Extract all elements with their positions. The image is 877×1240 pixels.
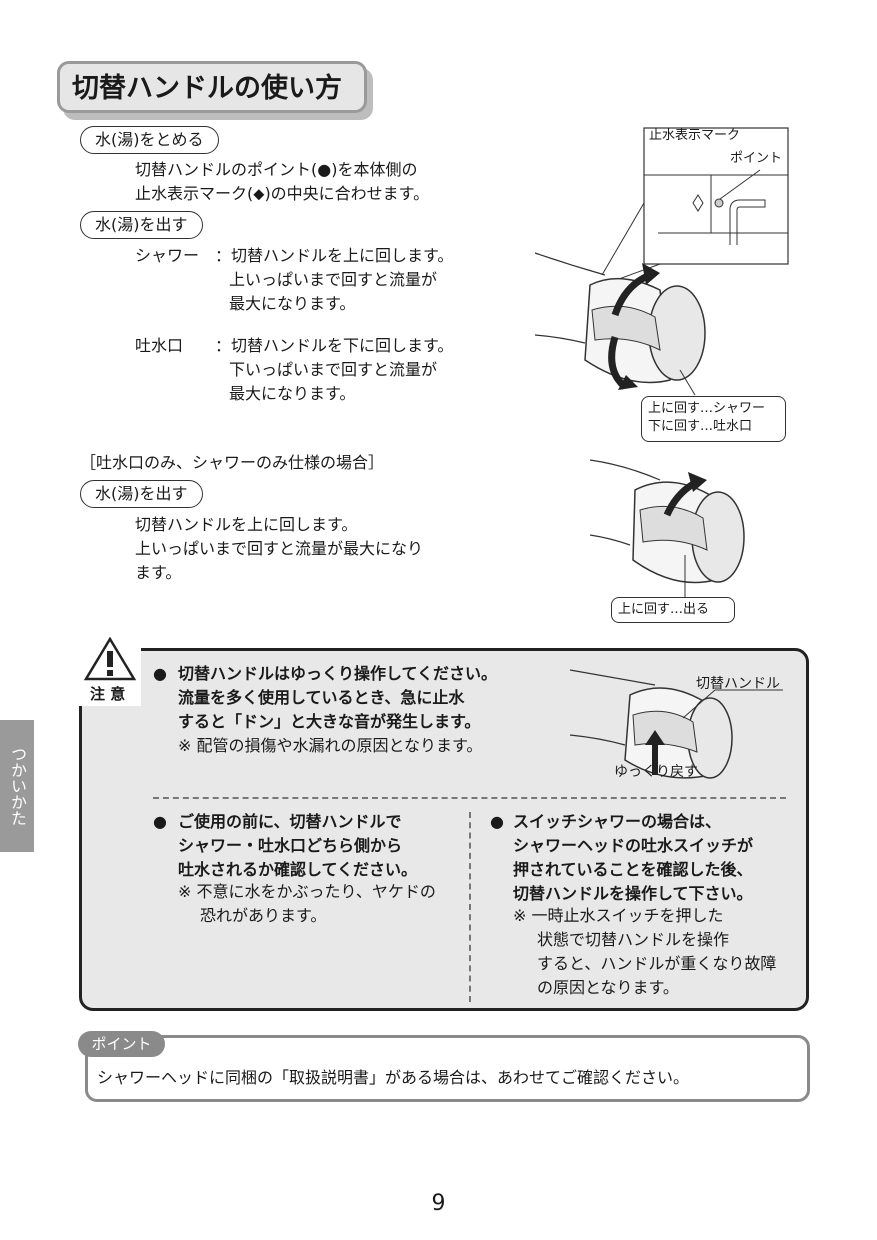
up-out-caption: 上に回す…出る: [611, 597, 735, 623]
handle-figure-3: [569, 669, 783, 779]
warning-icon: [84, 637, 136, 681]
caption-down: 下に回す…吐水口: [648, 419, 753, 434]
caution-item2-line1: ご使用の前に、切替ハンドルで: [178, 812, 402, 831]
side-tab: つかいかた: [0, 720, 34, 852]
shower-term: シャワー: [135, 246, 200, 265]
caution-item2-line3: 吐水されるか確認してください。: [178, 860, 418, 879]
caution-item3-line4: 切替ハンドルを操作して下さい。: [513, 884, 753, 903]
shower-line-3: 最大になります。: [229, 294, 356, 313]
single-line-1: 切替ハンドルを上に回します。: [135, 515, 358, 534]
caution-item3-note3: すると、ハンドルが重くなり故障: [537, 954, 777, 973]
caution-item3-note2: 状態で切替ハンドルを操作: [537, 930, 730, 949]
section-title-box: 切替ハンドルの使い方: [57, 61, 367, 113]
point-box: [85, 1035, 810, 1102]
spout-line-1: ：切替ハンドルを下に回します。: [215, 336, 454, 355]
caution-item3-line2: シャワーヘッドの吐水スイッチが: [513, 836, 754, 855]
caution-divider-vertical: [469, 812, 471, 1002]
caution-item2-line2: シャワー・吐水口どちら側から: [178, 836, 403, 855]
caution-item2-note1: ※ 不意に水をかぶったり、ヤケドの: [178, 882, 436, 901]
caution-divider-horizontal: [153, 797, 786, 799]
caution-item3-note1: ※ 一時止水スイッチを押した: [513, 906, 724, 925]
single-line-3: ます。: [135, 563, 182, 582]
caution-item3-line1: スイッチシャワーの場合は、: [513, 812, 722, 831]
return-slowly-label: ゆっくり戻す: [614, 764, 698, 780]
handle-figure-1: [534, 127, 789, 396]
caution-item1-line3: すると「ドン」と大きな音が発生します。: [178, 712, 481, 731]
shower-line-1: ：切替ハンドルを上に回します。: [215, 246, 454, 265]
spout-line-2: 下いっぱいまで回すと流量が: [229, 360, 438, 379]
page-number: 9: [431, 1191, 446, 1216]
bullet-3: ●: [490, 812, 504, 831]
caution-label: 注 意: [90, 685, 126, 703]
handle-callout-label: 切替ハンドル: [696, 676, 780, 692]
point-text: シャワーヘッドに同梱の「取扱説明書」がある場合は、あわせてご確認ください。: [97, 1068, 690, 1087]
single-flow-label: 水(湯)を出す: [80, 480, 203, 508]
caution-item1-note: ※ 配管の損傷や水漏れの原因となります。: [178, 736, 483, 755]
single-mode-heading: ［吐水口のみ、シャワーのみ仕様の場合］: [80, 453, 385, 472]
point-mark-label: ポイント: [730, 151, 783, 166]
stop-mark-label: 止水表示マーク: [649, 128, 741, 143]
handle-figure-2: [589, 459, 745, 598]
spout-term: 吐水口: [135, 336, 184, 355]
shower-line-2: 上いっぱいまで回すと流量が: [229, 270, 438, 289]
caution-item3-note4: の原因となります。: [537, 978, 679, 997]
flow-water-label: 水(湯)を出す: [80, 211, 203, 239]
bullet-1: ●: [153, 664, 167, 683]
bullet-2: ●: [153, 812, 167, 831]
rotation-caption: 上に回す…シャワー 下に回す…吐水口: [641, 396, 786, 442]
caution-item1-line2: 流量を多く使用しているとき、急に止水: [178, 688, 465, 707]
spout-line-3: 最大になります。: [229, 384, 356, 403]
caution-item3-line3: 押されていることを確認した後、: [513, 860, 753, 879]
stop-line-2: 止水表示マーク(⬥)の中央に合わせます。: [135, 184, 430, 203]
point-label: ポイント: [78, 1031, 165, 1057]
stop-line-1: 切替ハンドルのポイント(●)を本体側の: [135, 160, 418, 179]
caution-item2-note2: 恐れがあります。: [200, 906, 327, 925]
single-line-2: 上いっぱいまで回すと流量が最大になり: [135, 539, 424, 558]
caption-up: 上に回す…シャワー: [648, 401, 766, 416]
caution-item1-line1: 切替ハンドルはゆっくり操作してください。: [178, 664, 498, 683]
stop-water-label: 水(湯)をとめる: [80, 126, 219, 154]
page-title: 切替ハンドルの使い方: [72, 73, 342, 104]
